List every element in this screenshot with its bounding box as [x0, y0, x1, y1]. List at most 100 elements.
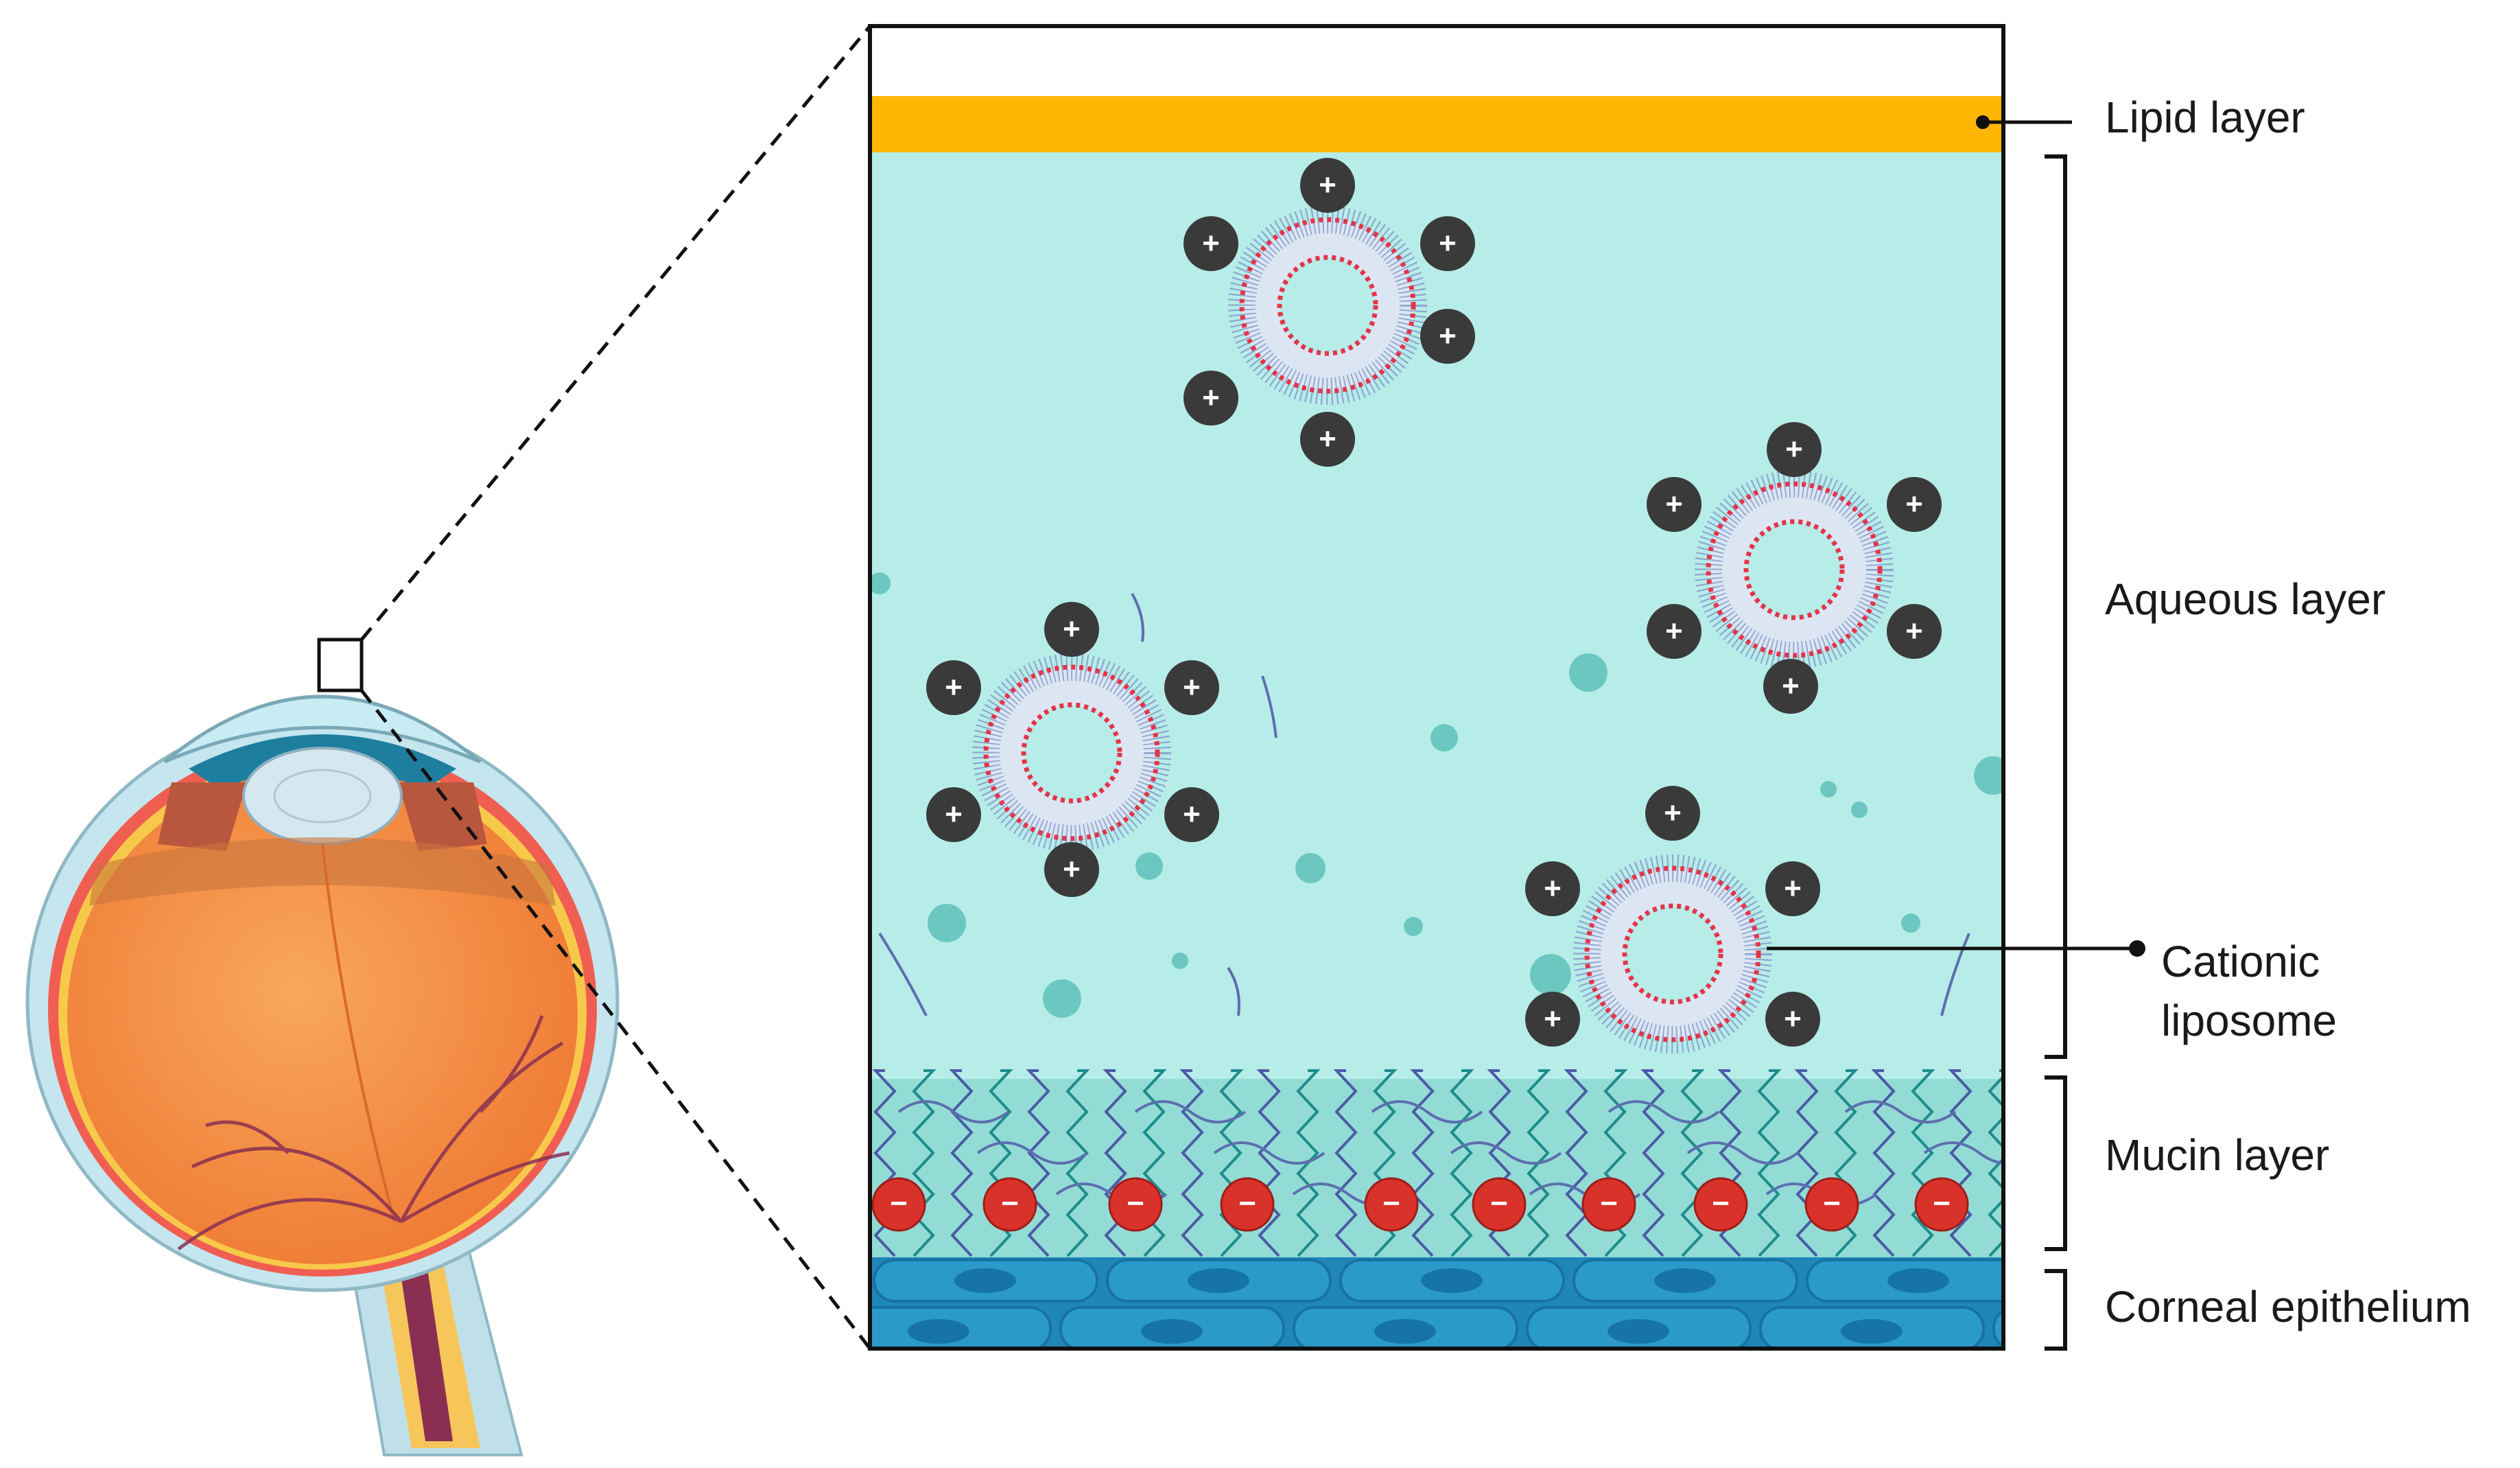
- positive-charge-symbol: +: [1544, 872, 1562, 905]
- mucin-strand: [1640, 1069, 1665, 1257]
- positive-charge-symbol: +: [945, 671, 963, 704]
- liposome-icon: [972, 653, 1171, 852]
- positive-charge-icon: +: [1164, 787, 1219, 842]
- mucin-strand: [1026, 1069, 1050, 1257]
- positive-charge-icon: +: [1164, 660, 1219, 715]
- mucin-bracket: [2045, 1075, 2067, 1251]
- corneal-epithelium-cells: [870, 1257, 2003, 1349]
- positive-charge-symbol: +: [1063, 852, 1081, 886]
- cell-nucleus: [908, 1319, 969, 1344]
- positive-charge-symbol: +: [1665, 487, 1683, 521]
- positive-charge-symbol: +: [1063, 612, 1081, 646]
- positive-charge-icon: +: [1765, 861, 1820, 916]
- cell-nucleus: [1374, 1319, 1436, 1344]
- eye-cross-section-icon: [25, 638, 620, 1456]
- positive-charge-icon: +: [1420, 216, 1475, 271]
- liposome-icon: [1695, 470, 1894, 669]
- negative-charge-icon: −: [1804, 1177, 1859, 1232]
- aqueous-layer-label: Aqueous layer: [2105, 574, 2386, 624]
- positive-charge-symbol: +: [1785, 432, 1803, 466]
- mucin-strand: [1564, 1069, 1588, 1257]
- mucin-branch: [1134, 1100, 1247, 1123]
- lipid-layer-band: [870, 96, 2003, 152]
- zoom-connector-lines: [360, 25, 871, 1350]
- mucin-strand: [1911, 1069, 1935, 1257]
- mucin-branch: [1923, 1141, 2003, 1165]
- positive-charge-symbol: +: [1784, 872, 1802, 905]
- cell-nucleus: [1608, 1319, 1669, 1344]
- mucin-branch: [1213, 1141, 1326, 1165]
- aqueous-particles: [870, 572, 2003, 1018]
- mucin-layer-label: Mucin layer: [2105, 1130, 2330, 1180]
- positive-charge-icon: +: [1300, 412, 1355, 467]
- positive-charge-icon: +: [1044, 602, 1099, 657]
- negative-charge-symbol: −: [1823, 1187, 1841, 1220]
- positive-charge-symbol: +: [1905, 614, 1923, 648]
- positive-charge-symbol: +: [1319, 422, 1336, 456]
- cationic-liposome-label-line2: liposome: [2161, 996, 2338, 1045]
- mucin-branch: [897, 1100, 1010, 1123]
- mucin-strand: [1527, 1069, 1551, 1257]
- negative-charge-symbol: −: [1127, 1187, 1144, 1220]
- cell-nucleus: [1841, 1319, 1903, 1344]
- negative-charge-symbol: −: [1001, 1187, 1019, 1220]
- negative-charge-symbol: −: [1712, 1187, 1730, 1220]
- liposome-icon: [1573, 854, 1772, 1053]
- mucin-branch: [1608, 1100, 1720, 1123]
- cell-nucleus: [1141, 1319, 1203, 1344]
- positive-charge-symbol: +: [1905, 487, 1923, 521]
- epithelium-bracket: [2045, 1269, 2067, 1351]
- mucin-branch: [1686, 1141, 1799, 1165]
- positive-charge-icon: +: [1887, 477, 1942, 532]
- positive-charge-icon: +: [1647, 477, 1701, 532]
- positive-charge-icon: +: [1184, 216, 1238, 271]
- positive-charge-icon: +: [1647, 604, 1701, 659]
- mucin-strand: [1450, 1069, 1474, 1257]
- mucin-strand: [1757, 1069, 1782, 1257]
- negative-charge-icon: −: [1364, 1177, 1419, 1232]
- positive-charge-icon: +: [1184, 371, 1238, 426]
- positive-charge-symbol: +: [1544, 1002, 1562, 1036]
- positive-charge-symbol: +: [945, 797, 963, 831]
- negative-charge-icon: −: [1472, 1177, 1527, 1232]
- positive-charge-symbol: +: [1782, 669, 1800, 703]
- positive-charge-icon: +: [926, 660, 981, 715]
- positive-charge-icon: +: [1763, 659, 1818, 714]
- mucin-branch: [1371, 1100, 1483, 1123]
- negative-charge-icon: −: [1581, 1177, 1636, 1232]
- positive-charge-icon: +: [1645, 786, 1700, 841]
- positive-charge-symbol: +: [1784, 1002, 1802, 1036]
- positive-charge-icon: +: [1420, 309, 1475, 364]
- mucin-branch: [1450, 1141, 1562, 1165]
- positive-charge-symbol: +: [1664, 796, 1682, 830]
- negative-charge-icon: −: [871, 1177, 926, 1232]
- positive-charge-symbol: +: [1665, 614, 1683, 648]
- positive-charge-icon: +: [1300, 158, 1355, 213]
- mucin-strand: [1948, 1069, 1973, 1257]
- positive-charge-icon: +: [1887, 604, 1942, 659]
- positive-charge-icon: +: [1525, 992, 1580, 1047]
- mucin-strand: [1988, 1069, 2003, 1257]
- liposome-icon: [1228, 206, 1427, 405]
- mucin-strand: [1410, 1069, 1435, 1257]
- negative-charge-icon: −: [1914, 1177, 1969, 1232]
- liposome-pointer: [1767, 940, 2145, 957]
- lipid-pointer: [1976, 115, 2072, 129]
- positive-charge-icon: +: [1767, 422, 1822, 477]
- tear-film-panel-frame: [868, 24, 2005, 1351]
- mucin-layer-band: [870, 1079, 2003, 1257]
- mucin-strand: [1296, 1069, 1321, 1257]
- positive-charge-symbol: +: [1319, 168, 1336, 202]
- positive-charge-symbol: +: [1439, 319, 1457, 353]
- negative-charge-symbol: −: [1933, 1187, 1951, 1220]
- mucin-strand: [1680, 1069, 1705, 1257]
- positive-charge-symbol: +: [1202, 226, 1220, 260]
- positive-charge-icon: +: [1525, 861, 1580, 916]
- cell-nucleus: [1654, 1268, 1716, 1293]
- mucin-branch: [1844, 1100, 1957, 1123]
- negative-charge-symbol: −: [1238, 1187, 1256, 1220]
- negative-charge-symbol: −: [1490, 1187, 1508, 1220]
- cell-nucleus: [954, 1268, 1016, 1293]
- mucin-strand: [1333, 1069, 1358, 1257]
